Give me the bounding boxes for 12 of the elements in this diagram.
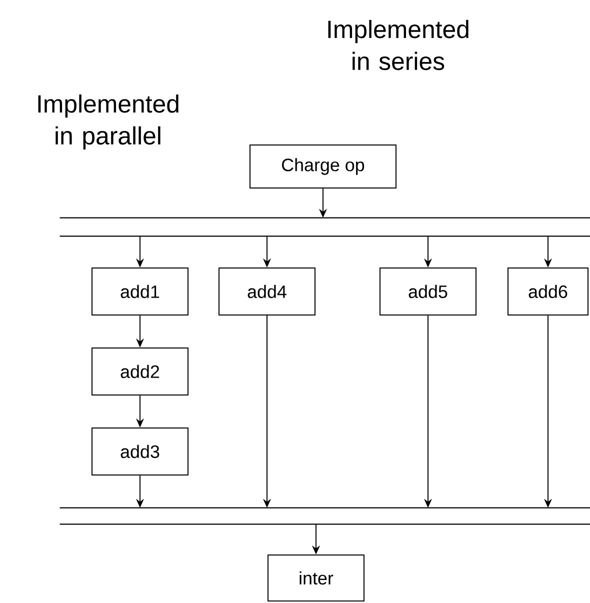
- process-box: add2: [92, 348, 188, 396]
- process-box: add1: [92, 268, 188, 316]
- heading-label: Implemented in parallel: [38, 94, 178, 150]
- sync-bar: [60, 507, 590, 525]
- process-box: add6: [508, 268, 588, 316]
- process-box: add3: [92, 428, 188, 476]
- process-box: add5: [380, 268, 476, 316]
- process-box: add4: [218, 268, 316, 316]
- process-box: inter: [268, 554, 364, 602]
- heading-label: Implemented in series: [328, 20, 468, 70]
- process-box: Charge op: [250, 144, 396, 188]
- sync-bar: [60, 217, 590, 237]
